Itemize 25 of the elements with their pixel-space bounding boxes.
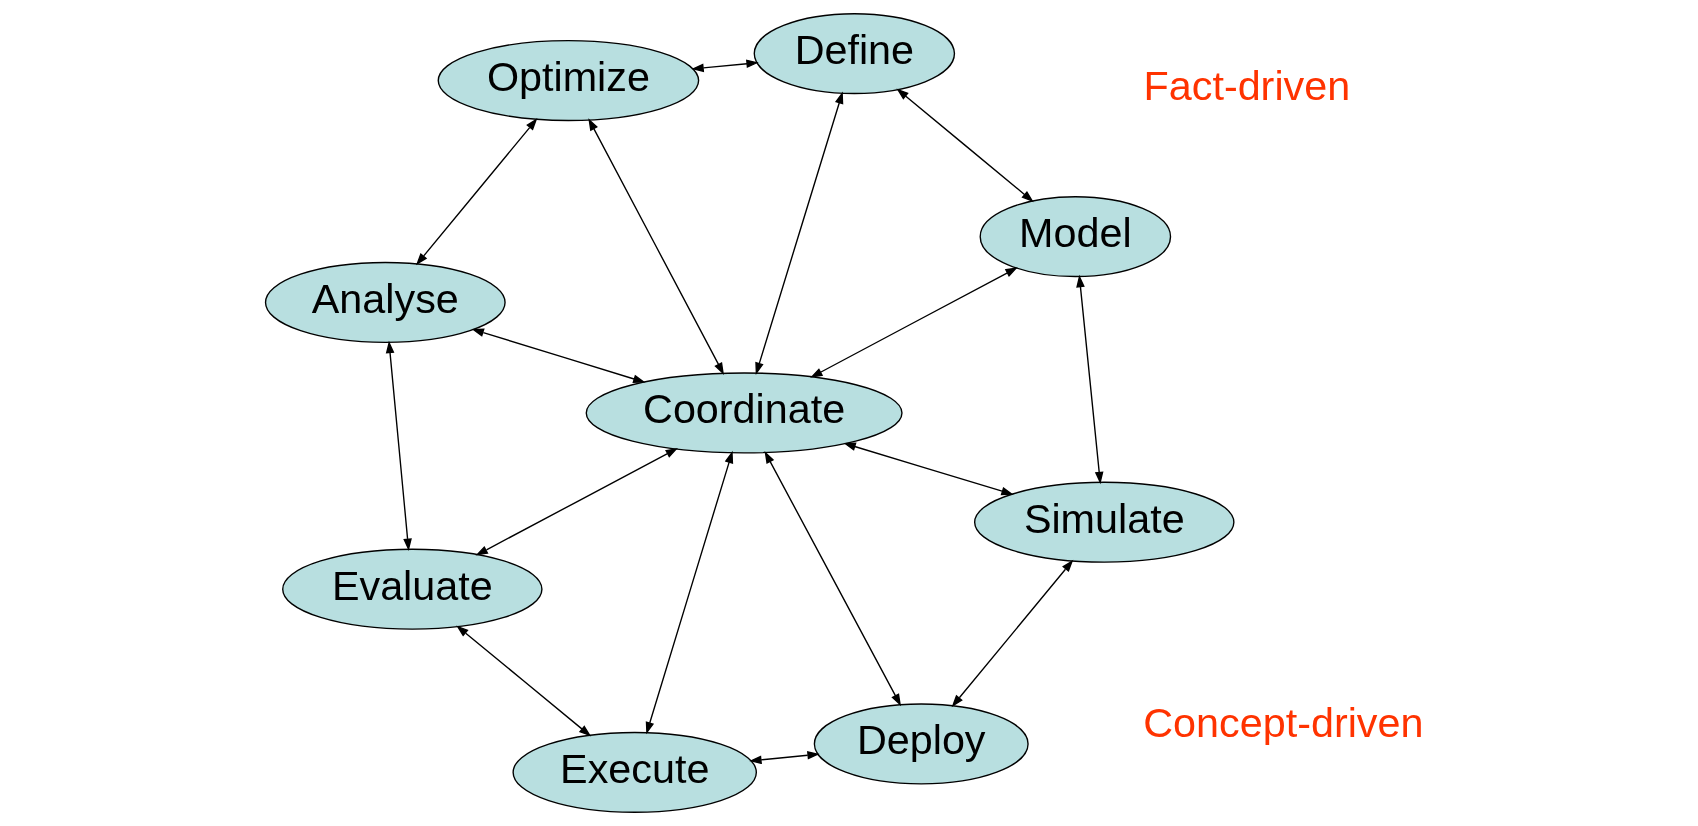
arrow — [645, 450, 733, 735]
arrow — [842, 442, 1014, 496]
arrow — [415, 118, 537, 266]
arrow — [455, 625, 591, 737]
arrow — [754, 91, 843, 375]
arrow — [764, 451, 901, 707]
arrow — [951, 559, 1073, 708]
arrow — [471, 328, 646, 384]
arrow — [385, 340, 412, 551]
node-ellipse: Execute — [511, 731, 757, 813]
node-ellipse: Evaluate — [281, 548, 543, 630]
label: Fact-driven — [1143, 63, 1350, 110]
arrow — [809, 267, 1018, 378]
node-ellipse: Simulate — [973, 481, 1235, 563]
label: Concept-driven — [1142, 699, 1423, 746]
arrow — [895, 88, 1034, 203]
node-ellipse: Define — [753, 13, 955, 95]
arrow — [1075, 274, 1103, 485]
arrow — [587, 118, 724, 375]
arrow — [748, 750, 820, 765]
arrow — [475, 448, 678, 556]
node-ellipse: Deploy — [813, 703, 1029, 785]
node-ellipse: Optimize — [437, 40, 699, 122]
arrow — [690, 59, 759, 73]
node-ellipse: Analyse — [264, 261, 506, 343]
